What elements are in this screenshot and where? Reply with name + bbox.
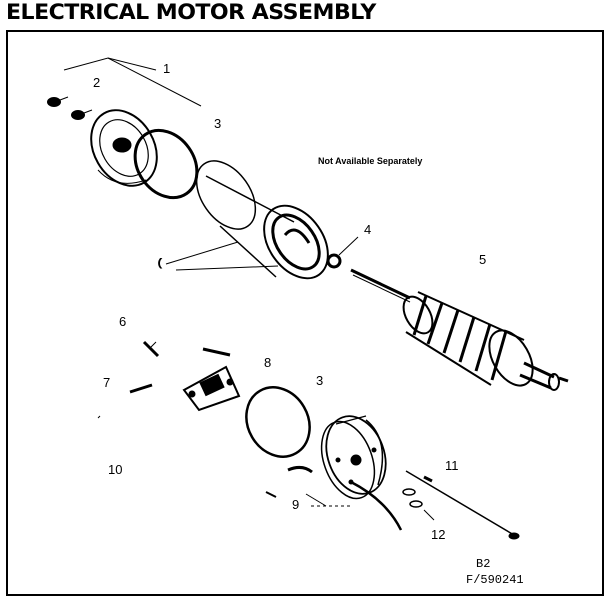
callout-5: 5 [479,252,486,267]
o-ring-lower [245,386,311,458]
part-1-bracket [63,57,202,107]
o-ring-upper [133,128,199,200]
callout-8: 8 [264,355,271,370]
part-4-washer [326,236,359,269]
callout-10: 10 [108,462,122,477]
footer-code-line1: B2 [476,557,490,571]
motor-housing: ( [158,160,329,280]
part-6-brush [142,340,160,358]
callout-9: 9 [292,497,299,512]
not-available-note: Not Available Separately [318,156,422,166]
rear-end-cap [90,109,158,187]
callout-4: 4 [364,222,371,237]
diagram-title: ELECTRICAL MOTOR ASSEMBLY [6,0,376,24]
diagram-frame: ( [6,30,604,596]
callout-6: 6 [119,314,126,329]
callout-1: 1 [163,61,170,76]
callout-7: 7 [103,375,110,390]
callout-3-upper: 3 [214,116,221,131]
svg-text:(: ( [158,258,162,269]
callout-labels: 1 2 3 3 4 5 6 7 8 9 10 11 12 [93,61,486,542]
part-8-brush-plate [182,347,241,412]
part-9-screws [265,491,350,507]
part-7-spring [97,383,153,419]
callout-11: 11 [445,458,459,473]
part-12-clips [402,488,435,521]
callout-12: 12 [431,527,445,542]
callout-3-lower: 3 [316,373,323,388]
part-11-lead-wire [405,470,520,540]
callout-2: 2 [93,75,100,90]
footer-code-line2: F/590241 [466,573,524,587]
part-2-screws [47,96,93,120]
front-end-cap [287,415,403,531]
armature [350,268,569,391]
